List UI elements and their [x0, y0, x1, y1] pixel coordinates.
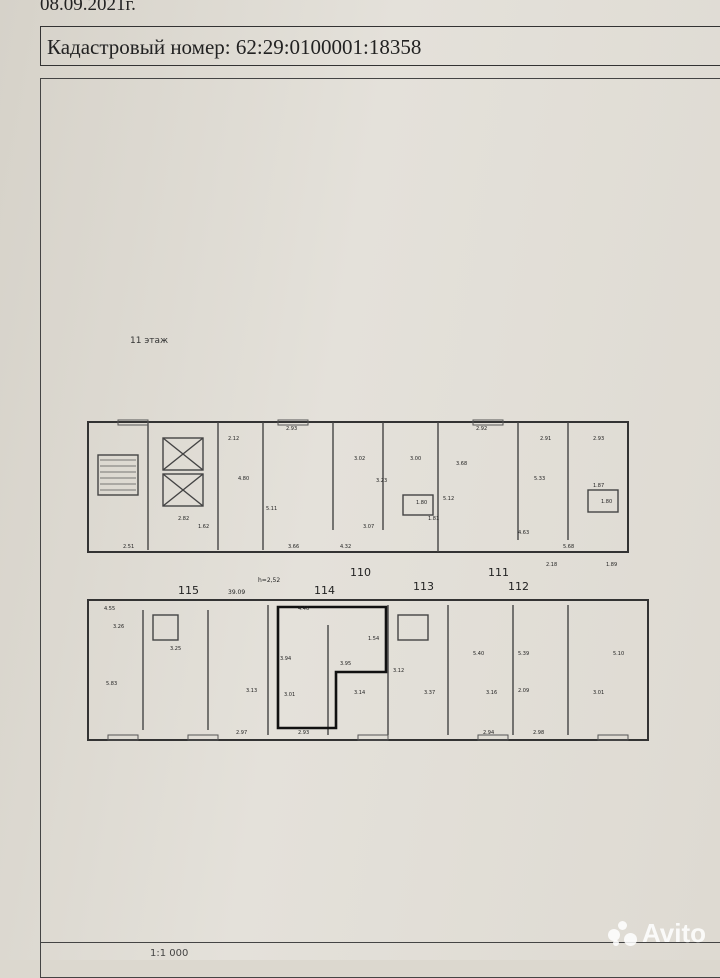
- avito-brand: Avito: [641, 918, 706, 948]
- dimension-label: 3.01: [593, 690, 604, 696]
- dimension-label: 3.66: [288, 544, 299, 550]
- dimension-label: 5.39: [518, 651, 529, 657]
- scale-label: 1:1 000: [150, 948, 189, 959]
- dimension-label: 1.54: [368, 636, 379, 642]
- dimension-label: 3.25: [170, 646, 181, 652]
- dimension-label: 3.07: [363, 524, 374, 530]
- dimension-label: 3.02: [354, 456, 365, 462]
- dimension-label: 2.93: [593, 436, 604, 442]
- dimension-label: 2.91: [540, 436, 551, 442]
- dimension-label: 2.92: [476, 426, 487, 432]
- dimension-label: 4.32: [340, 544, 351, 550]
- south-block-wall: [87, 599, 649, 741]
- footer-rule: [40, 942, 720, 943]
- dimension-label: 5.83: [106, 681, 117, 687]
- floor-plan: 115 114 110 113 111 112 39.09 h=2,52 2.1…: [87, 419, 649, 741]
- dimension-label: 5.33: [534, 476, 545, 482]
- dimension-label: 5.10: [613, 651, 624, 657]
- dimension-label: 3.13: [246, 688, 257, 694]
- dimension-label: 4.80: [238, 476, 249, 482]
- dimension-label: 1.80: [416, 500, 427, 506]
- document-date: 08.09.2021г.: [40, 0, 136, 15]
- dimension-label: 1.80: [601, 499, 612, 505]
- dimension-label: 5.12: [443, 496, 454, 502]
- dimension-label: 3.00: [410, 456, 421, 462]
- dimension-label: 5.68: [563, 544, 574, 550]
- ceiling-height: h=2,52: [258, 577, 280, 584]
- dimension-label: 3.37: [424, 690, 435, 696]
- dimension-label: 3.26: [113, 624, 124, 630]
- avito-watermark: Avito: [607, 918, 706, 949]
- dimension-label: 2.12: [228, 436, 239, 442]
- apt-label-111: 111: [488, 566, 509, 579]
- apt-label-113: 113: [413, 580, 434, 593]
- cadastral-number: Кадастровый номер: 62:29:0100001:18358: [40, 26, 720, 66]
- dimension-label: 2.09: [518, 688, 529, 694]
- dimension-label: 2.51: [123, 544, 134, 550]
- avito-dots-icon: [607, 920, 638, 947]
- floor-label: 11 этаж: [130, 336, 169, 346]
- dimension-label: 1.81: [428, 516, 439, 522]
- dimension-label: 2.93: [286, 426, 297, 432]
- apt-label-110: 110: [350, 566, 371, 579]
- dimension-label: 2.98: [533, 730, 544, 736]
- apt-label-115: 115: [178, 584, 199, 597]
- dimension-label: 3.68: [456, 461, 467, 467]
- dimension-label: 3.94: [280, 656, 291, 662]
- dimension-label: 2.82: [178, 516, 189, 522]
- apartment-114-outline: [276, 605, 388, 730]
- dimension-label: 3.01: [284, 692, 295, 698]
- dimension-label: 2.18: [546, 562, 557, 568]
- dimension-label: 2.94: [483, 730, 494, 736]
- dimension-label: 3.14: [354, 690, 365, 696]
- dimension-label: 3.95: [340, 661, 351, 667]
- dimension-label: 2.93: [298, 730, 309, 736]
- dimension-label: 4.46: [298, 606, 309, 612]
- dimension-label: 2.97: [236, 730, 247, 736]
- dimension-label: 4.63: [518, 530, 529, 536]
- dimension-label: 1.89: [606, 562, 617, 568]
- dimension-label: 4.55: [104, 606, 115, 612]
- dimension-label: 1.62: [198, 524, 209, 530]
- dimension-label: 3.12: [393, 668, 404, 674]
- dimension-label: 1.87: [593, 483, 604, 489]
- dimension-label: 3.23: [376, 478, 387, 484]
- corridor-area: 39.09: [228, 589, 245, 596]
- apt-label-112: 112: [508, 580, 529, 593]
- apt-label-114: 114: [314, 584, 335, 597]
- dimension-label: 5.40: [473, 651, 484, 657]
- dimension-label: 5.11: [266, 506, 277, 512]
- north-block-wall: [87, 421, 629, 553]
- dimension-label: 3.16: [486, 690, 497, 696]
